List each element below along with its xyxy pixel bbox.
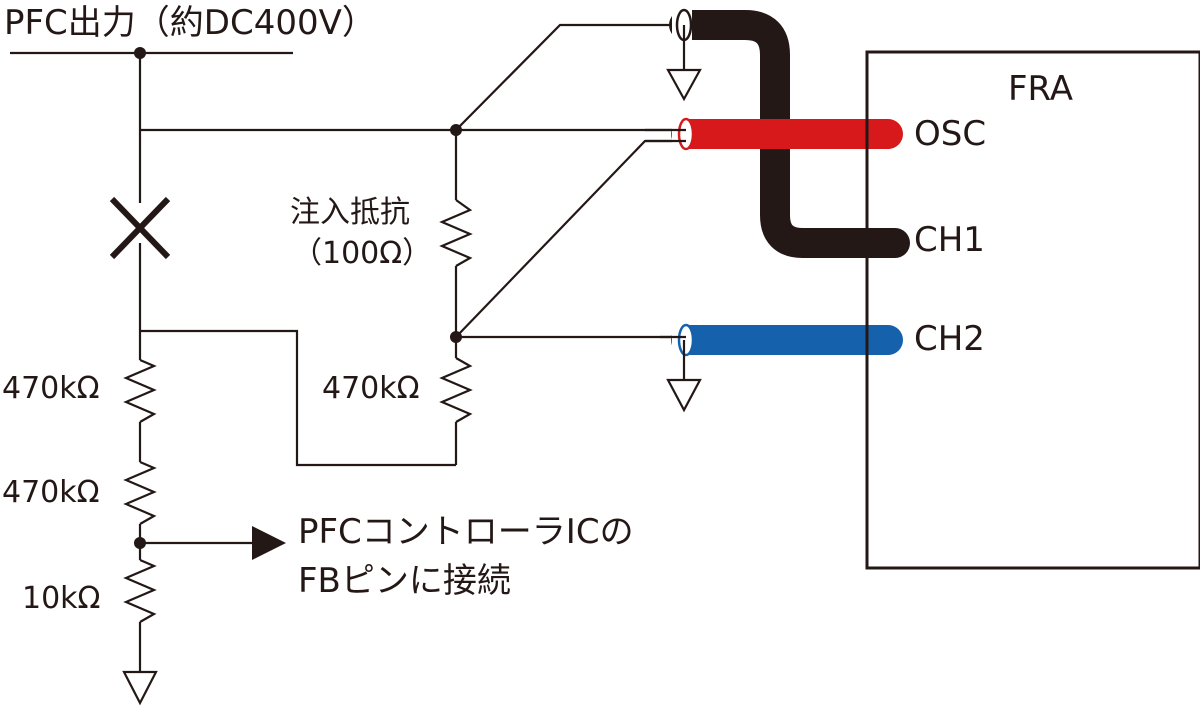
cut-mark-icon [109, 196, 171, 260]
divider-resistor-1 [123, 358, 157, 423]
osc-connector [677, 117, 695, 151]
wire-osc-return [455, 139, 682, 338]
fb-label-line1: PFCコントローラICの [298, 512, 634, 552]
divider-resistor-3 [123, 558, 157, 623]
ch2-ground-icon [666, 378, 702, 413]
port-osc-label: OSC [914, 114, 986, 154]
fra-box [865, 50, 1200, 570]
injection-resistor-value: （100Ω） [292, 236, 432, 271]
divider-resistor-2 [123, 460, 157, 525]
bias-resistor-label: 470kΩ [322, 371, 420, 406]
port-ch2-label: CH2 [914, 319, 985, 359]
divider-r2-label: 470kΩ [2, 475, 100, 510]
arrow-right-icon [252, 526, 286, 560]
bias-return-wire [140, 329, 456, 467]
injection-resistor [439, 199, 473, 267]
divider-r3-label: 10kΩ [22, 581, 100, 616]
ch1-ground-icon [666, 68, 702, 102]
fb-label-line2: FBピンに接続 [298, 561, 511, 601]
ground-icon [122, 670, 158, 706]
port-ch1-label: CH1 [914, 220, 985, 260]
bias-resistor [439, 357, 473, 423]
fra-title: FRA [1008, 69, 1073, 109]
ch2-connector [677, 323, 695, 357]
title-label: PFC出力（約DC400V） [4, 3, 376, 43]
divider-r1-label: 470kΩ [2, 371, 100, 406]
wire-to-ch1 [455, 23, 682, 131]
injection-resistor-label: 注入抵抗 [290, 195, 410, 230]
